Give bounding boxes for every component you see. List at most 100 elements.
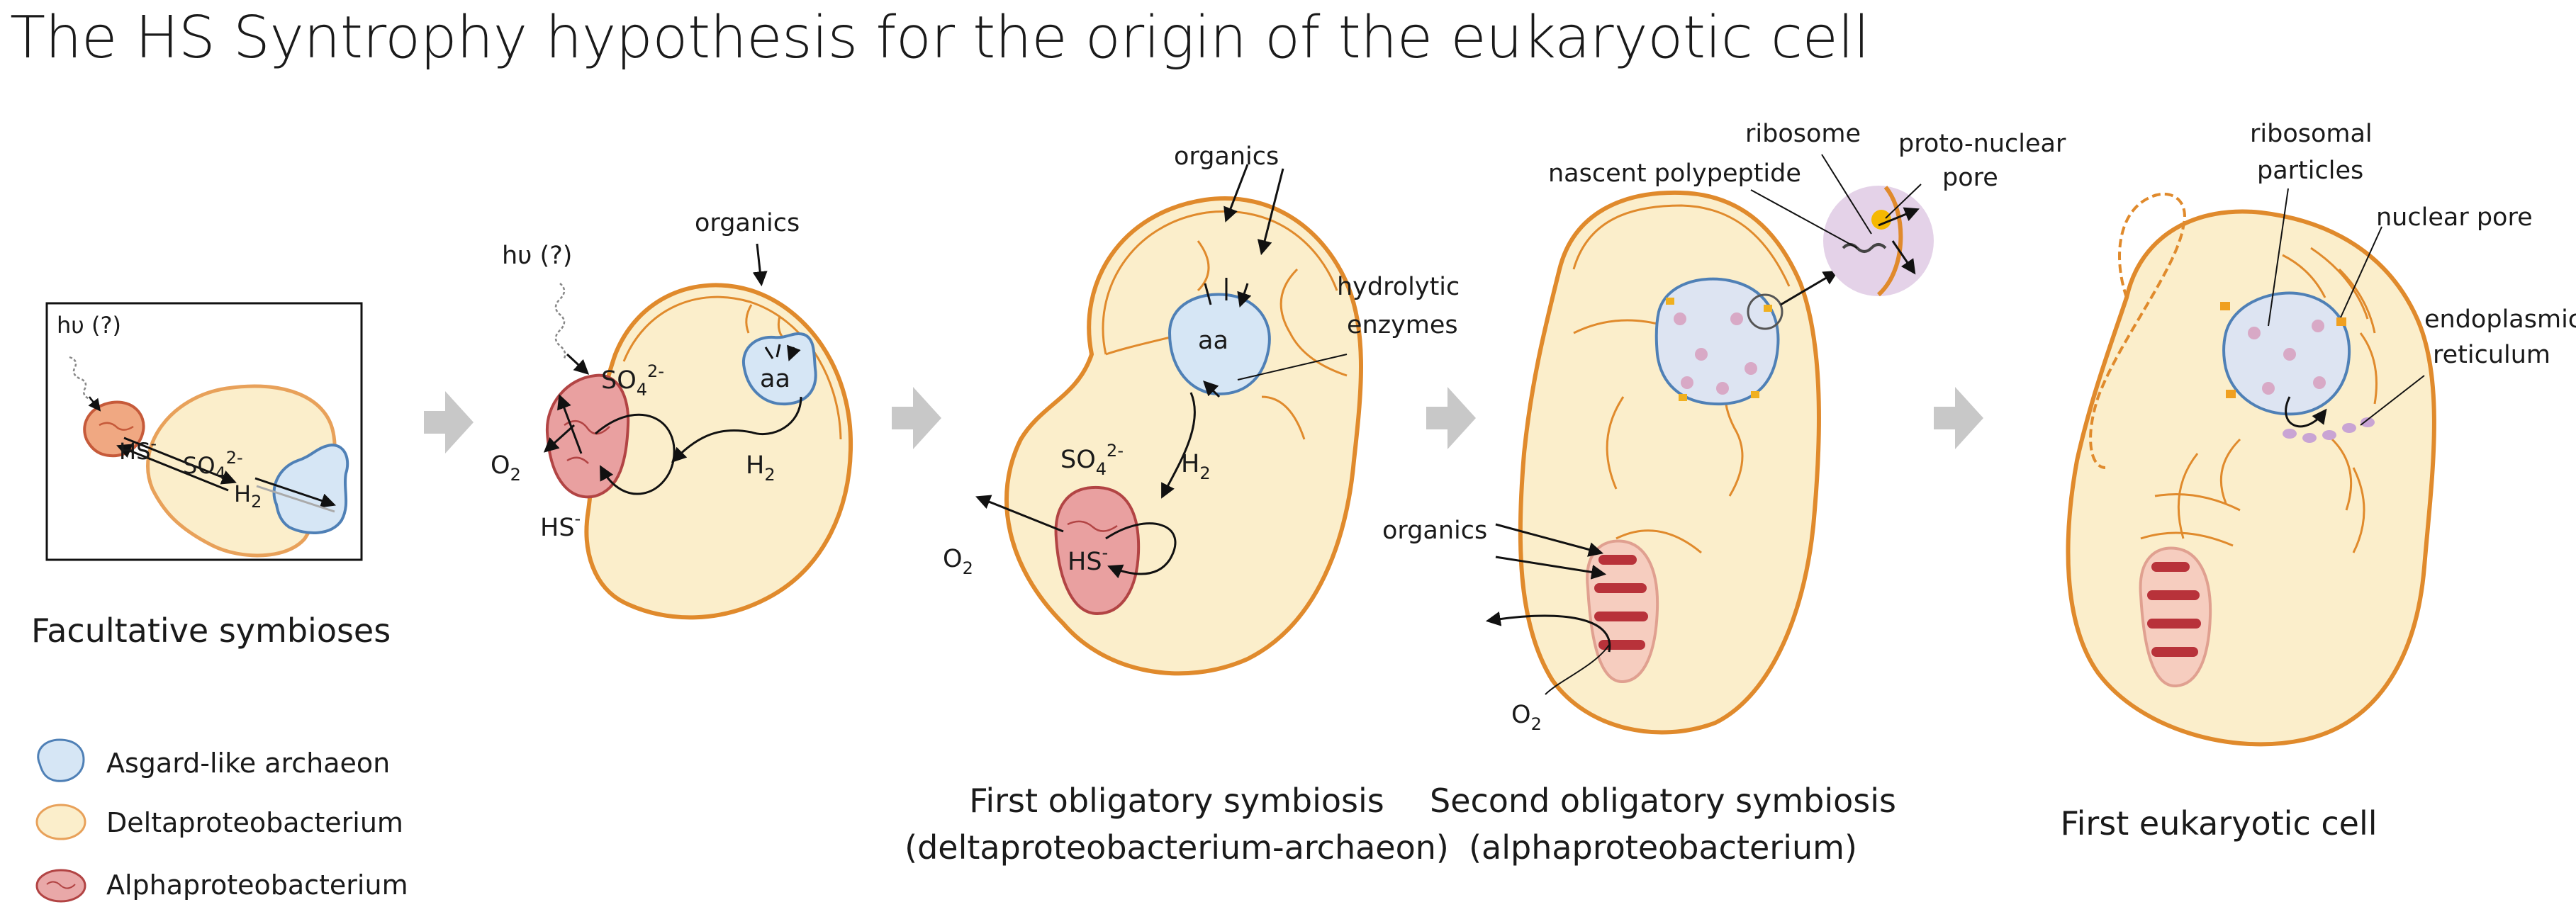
stage-1-frame (45, 302, 363, 561)
stage-4-mito-cristae (1594, 555, 1648, 650)
stage-3-h2-label: H2 (1181, 450, 1211, 483)
stage-5-endomembranes (2140, 247, 2378, 553)
stage-2-so4-label: SO42- (601, 361, 664, 400)
stage-5-flagellum-outline (2089, 192, 2186, 469)
legend-archaeon-label: Asgard-like archaeon (106, 748, 390, 779)
stage-3-organics-arrow-2 (1257, 168, 1284, 256)
stage-2-inner-membrane (622, 295, 842, 440)
stage-3-first-obligatory-symbiosis: organics hydrolytic enzymes aa SO42- H2 … (943, 142, 1460, 676)
stage-4-organics-arrow-2 (1495, 556, 1607, 580)
stage-3-h2-arrow (1161, 392, 1196, 499)
stage-5-er-pointer (2360, 375, 2425, 426)
stage-3-caption-line2: (deltaproteobacterium-archaeon) (905, 828, 1449, 867)
stage-1-arrow-h2 (254, 477, 336, 508)
stage-4-caption-line2: (alphaproteobacterium) (1469, 828, 1857, 867)
stage-1-alpha-membrane-fold (99, 422, 134, 431)
stage-2-organics-arrow (752, 243, 768, 287)
stage-4-ribosome-dot (1716, 382, 1729, 395)
stage-4-ribosome-dot (1730, 312, 1743, 325)
stage-3-export-arrow (1203, 381, 1221, 398)
stage-4-inset-membrane (1876, 186, 1903, 297)
legend-alpha-fold (46, 881, 76, 889)
stage-5-nuclear-pore (2336, 317, 2346, 326)
stage-3-alpha-fold (1067, 520, 1118, 532)
stage-4-ribosome-dot (1695, 348, 1708, 361)
stage-2-o2-label: O2 (491, 451, 521, 485)
stage-5-ribosome-dot (2312, 320, 2324, 332)
stage-5-nuclear-pore-pointer (2340, 226, 2382, 318)
stage-1-light-label: hυ (?) (57, 312, 121, 339)
stage-4-caption-line1: Second obligatory symbiosis (1430, 782, 1896, 820)
stage-1-arrow-h2-shadow (256, 485, 335, 513)
legend-archaeon-swatch (37, 738, 85, 782)
stage-2-hs-label: HS- (540, 509, 581, 542)
stage-2-h2-label: H2 (746, 451, 775, 485)
stage-3-o2-label: O2 (943, 545, 973, 578)
stage-2-light-arrow (566, 353, 590, 375)
stage-4-inset-pore (1871, 210, 1891, 230)
stage-4-inset-arrow (1878, 207, 1920, 227)
stage-2-o2-arrow (543, 424, 576, 453)
stage-5-caption: First eukaryotic cell (2060, 804, 2377, 843)
stage-5-export-arrow (2285, 396, 2327, 428)
stage-5-nuclear-pore-label: nuclear pore (2376, 203, 2533, 232)
stage-5-eukaryotic-cell (2066, 209, 2436, 747)
stage-3-deltaproteobacterium (1004, 196, 1363, 676)
stage-4-ribosome-pointer (1821, 154, 1872, 235)
stage-5-ribosome-dot (2283, 348, 2296, 361)
stage-3-caption-line1: First obligatory symbiosis (969, 782, 1384, 820)
stage-4-organics-arrow-1 (1495, 523, 1604, 557)
stage-5-particles-label: particles (2257, 157, 2363, 185)
stage-4-internal-membranes (1572, 204, 1791, 554)
stage-5-ribosomal-pointer (2268, 188, 2289, 327)
stage-5-endoplasmic-label: endoplasmic (2424, 305, 2576, 334)
stage-4-second-obligatory-symbiosis: ribosome proto-nuclear pore nascent poly… (1382, 120, 2066, 735)
stage-5-ribosome-dot (2262, 382, 2275, 395)
stage-3-organics-label: organics (1174, 142, 1279, 171)
stage-3-alphaproteobacterium (1054, 485, 1141, 616)
stage-4-ribosome-dot (1681, 376, 1693, 389)
stage-2-organics-label: organics (695, 209, 800, 237)
stage-4-pore-label: pore (1942, 164, 1998, 192)
stage-4-pore (1764, 305, 1772, 312)
figure-title: The HS Syntrophy hypothesis for the orig… (10, 4, 1870, 72)
stage-4-pore (1751, 391, 1759, 398)
stage-4-pore-pointer (1885, 184, 1922, 219)
stage-4-zoom-inset (1823, 186, 1934, 296)
stage-4-deltaproteobacterium (1518, 190, 1821, 735)
stage-4-ribosome-label: ribosome (1745, 120, 1861, 148)
stage-4-o2-export-arrow (1485, 611, 1611, 653)
stage-1-light-arrow (88, 396, 101, 412)
stage-5-ribosomal-label: ribosomal (2250, 120, 2373, 148)
stage-1-hs-label: HS- (119, 434, 157, 465)
stage-1-arrow-hs (116, 444, 229, 492)
transition-arrows (424, 387, 1983, 453)
stage-3-inner-membrane (1102, 210, 1338, 355)
stage-4-zoom-arrow (1780, 270, 1839, 306)
stage-5-reticulum-label: reticulum (2433, 341, 2550, 369)
stage-4-ribosome-dot (1745, 362, 1757, 375)
stage-3-so4-label: SO42- (1060, 441, 1124, 479)
legend-alpha-label: Alphaproteobacterium (106, 869, 408, 901)
legend-delta-swatch (35, 804, 86, 840)
stage-2-aa-label: aa (760, 365, 790, 393)
stage-4-inset-arrow (1891, 240, 1916, 275)
stage-4-organics-label: organics (1382, 517, 1487, 545)
legend-delta-label: Deltaproteobacterium (106, 807, 403, 838)
stage-2-light-label: hυ (?) (502, 242, 572, 270)
stage-3-aa-uptake-arrows (1204, 278, 1248, 305)
stage-2-engulfment: hυ (?) organics SO42- aa O2 H2 HS- (491, 209, 853, 620)
stage-4-pore (1679, 394, 1687, 401)
stage-1-arrow-so4 (123, 436, 237, 485)
stage-1-h2-label: H2 (234, 480, 262, 512)
stage-4-o2-label: O2 (1511, 701, 1542, 734)
stage-1-caption: Facultative symbioses (31, 612, 391, 650)
stage-3-hydrolytic-label: hydrolytic (1337, 273, 1460, 301)
stage-5-rough-er-ribosomes (2283, 417, 2375, 443)
stage-5-nuclear-pore (2220, 302, 2230, 310)
transition-arrow-3 (1426, 387, 1476, 449)
transition-arrow-4 (1934, 387, 1983, 449)
transition-arrow-1 (424, 391, 474, 453)
stage-4-polypeptide-pointer (1750, 189, 1858, 249)
